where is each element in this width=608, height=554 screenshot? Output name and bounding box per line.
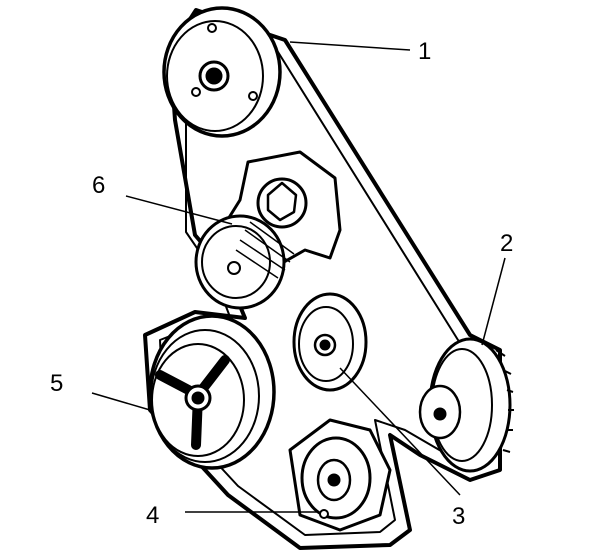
alternator-pulley	[288, 418, 392, 532]
power-steering-pulley	[418, 337, 514, 473]
crankshaft-pulley	[148, 314, 276, 470]
top-pulley	[162, 6, 282, 138]
leader-5	[91, 392, 151, 411]
callout-1: 1	[418, 38, 432, 65]
leader-6	[125, 195, 233, 225]
idler-pulley	[292, 292, 368, 392]
leader-2	[481, 257, 506, 346]
leader-1	[289, 41, 411, 51]
callout-3: 3	[452, 503, 466, 530]
callout-4: 4	[146, 502, 160, 529]
belt-tensioner	[194, 150, 342, 310]
callout-2: 2	[500, 230, 514, 257]
callout-6: 6	[92, 172, 106, 199]
leader-3	[339, 367, 461, 496]
callout-5: 5	[50, 370, 64, 397]
